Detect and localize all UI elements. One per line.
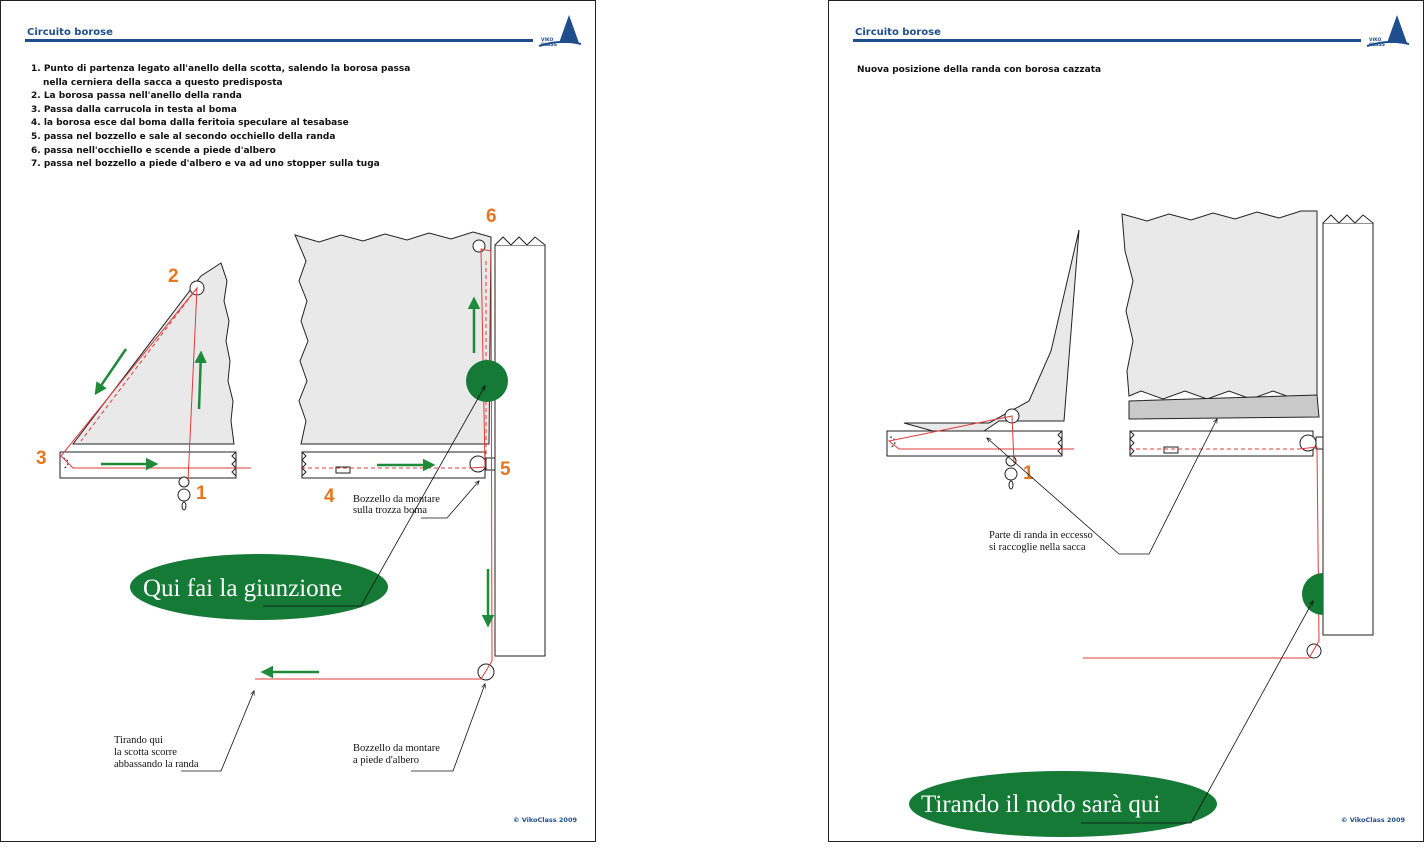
step-number-2: 2 — [168, 266, 179, 287]
reefing-line — [60, 286, 251, 482]
sheet-shackle — [1004, 467, 1018, 481]
sail-section-luff — [1121, 210, 1318, 400]
sail-eyelet-6 — [472, 239, 486, 253]
logo-text-bottom: CLASS — [541, 42, 557, 48]
sheet-shackle — [177, 488, 191, 502]
junction-bubble-text: Qui fai la giunzione — [143, 575, 342, 602]
knot-bubble — [909, 771, 1217, 837]
header-rule — [853, 39, 1361, 42]
step-number-1: 1 — [1023, 463, 1034, 484]
sail-section-clew — [71, 262, 235, 445]
instruction-step: 2. La borosa passa nell'anello della ran… — [31, 91, 242, 102]
instruction-list: 1. Punto di partenza legato all'anello d… — [31, 63, 410, 172]
callout-excess-sail: si raccoglie nella sacca — [989, 542, 1086, 553]
instruction-step: 5. passa nel bozzello e sale al secondo … — [31, 131, 336, 142]
boom-outer-end — [59, 451, 237, 479]
callout-gooseneck-block: sulla trozza boma — [353, 505, 427, 516]
instruction-step: nella cerniera della sacca a questo pred… — [43, 77, 283, 88]
logo-text-bottom: CLASS — [1369, 42, 1385, 48]
instruction-step: 3. Passa dalla carrucola in testa al bom… — [31, 104, 237, 115]
step-number-3: 3 — [36, 448, 47, 469]
step-number-6: 6 — [486, 206, 497, 227]
mast — [494, 244, 546, 657]
instruction-step: 7. passa nel bozzello a piede d'albero e… — [31, 159, 380, 170]
junction-bubble — [130, 554, 388, 620]
junction-marker — [466, 360, 508, 402]
copyright-footer: © VikoClass 2009 — [513, 816, 577, 824]
sail-bag-excess — [1128, 394, 1320, 420]
callout-pull-here: la scotta scorre — [114, 747, 177, 758]
rigging-diagram-right: 1 Parte di randa in eccesso si raccoglie… — [886, 210, 1374, 837]
mast-foot-block — [1306, 643, 1322, 659]
callout-mast-foot-block: a piede d'albero — [353, 755, 419, 766]
direction-arrow — [94, 348, 128, 396]
callout-mast-foot-block: Bozzello da montare — [353, 743, 440, 754]
sheet-ring — [1005, 455, 1017, 467]
callout-excess-sail: Parte di randa in eccesso — [989, 530, 1093, 541]
sail-section-clew — [903, 229, 1080, 442]
page-title: Circuito borose — [27, 27, 113, 38]
boom-slot — [335, 466, 351, 474]
callout-pull-here: Tirando qui — [114, 735, 163, 746]
mast-foot-block — [477, 663, 495, 681]
page-circuito-borose-1: Circuito borose VIKO CLASS 1. Punto di p… — [0, 0, 596, 842]
gooseneck-block — [469, 455, 487, 473]
reefing-line — [887, 415, 1074, 464]
page-note: Nuova posizione della randa con borosa c… — [857, 65, 1102, 75]
logo-text-top: VIKO — [541, 37, 553, 43]
copyright-footer: © VikoClass 2009 — [1341, 816, 1405, 824]
vikoclass-logo-icon: VIKO CLASS — [1366, 15, 1410, 48]
step-number-4: 4 — [324, 486, 335, 507]
boom-slot — [1163, 446, 1179, 454]
knot-bubble-text: Tirando il nodo sarà qui — [921, 791, 1160, 818]
vikoclass-logo-icon: VIKO CLASS — [538, 15, 582, 48]
instruction-step: 1. Punto di partenza legato all'anello d… — [31, 64, 411, 74]
boom-outer-end — [886, 430, 1063, 457]
junction-marker — [1302, 573, 1323, 615]
page-circuito-borose-2: Circuito borose VIKO CLASS Nuova posizio… — [828, 0, 1424, 842]
direction-arrow — [194, 350, 207, 410]
boom-gooseneck-end — [1129, 430, 1314, 457]
step-number-1: 1 — [196, 483, 207, 504]
logo-text-top: VIKO — [1369, 37, 1381, 43]
sheet-ring — [178, 476, 190, 488]
instruction-step: 4. la borosa esce dal boma dalla feritoi… — [31, 118, 349, 129]
mast — [1322, 222, 1374, 636]
callout-gooseneck-block: Bozzello da montare — [353, 494, 440, 505]
callout-pull-here: abbassando la randa — [114, 759, 199, 770]
step-number-5: 5 — [500, 459, 511, 480]
page-title: Circuito borose — [855, 27, 941, 38]
rigging-diagram-left: 2 3 1 4 5 6 Bozzello da montare sulla tr… — [36, 206, 546, 772]
header-rule — [25, 39, 533, 42]
instruction-step: 6. passa nell'occhiello e scende a piede… — [31, 145, 276, 156]
sail-section-luff — [294, 231, 492, 445]
